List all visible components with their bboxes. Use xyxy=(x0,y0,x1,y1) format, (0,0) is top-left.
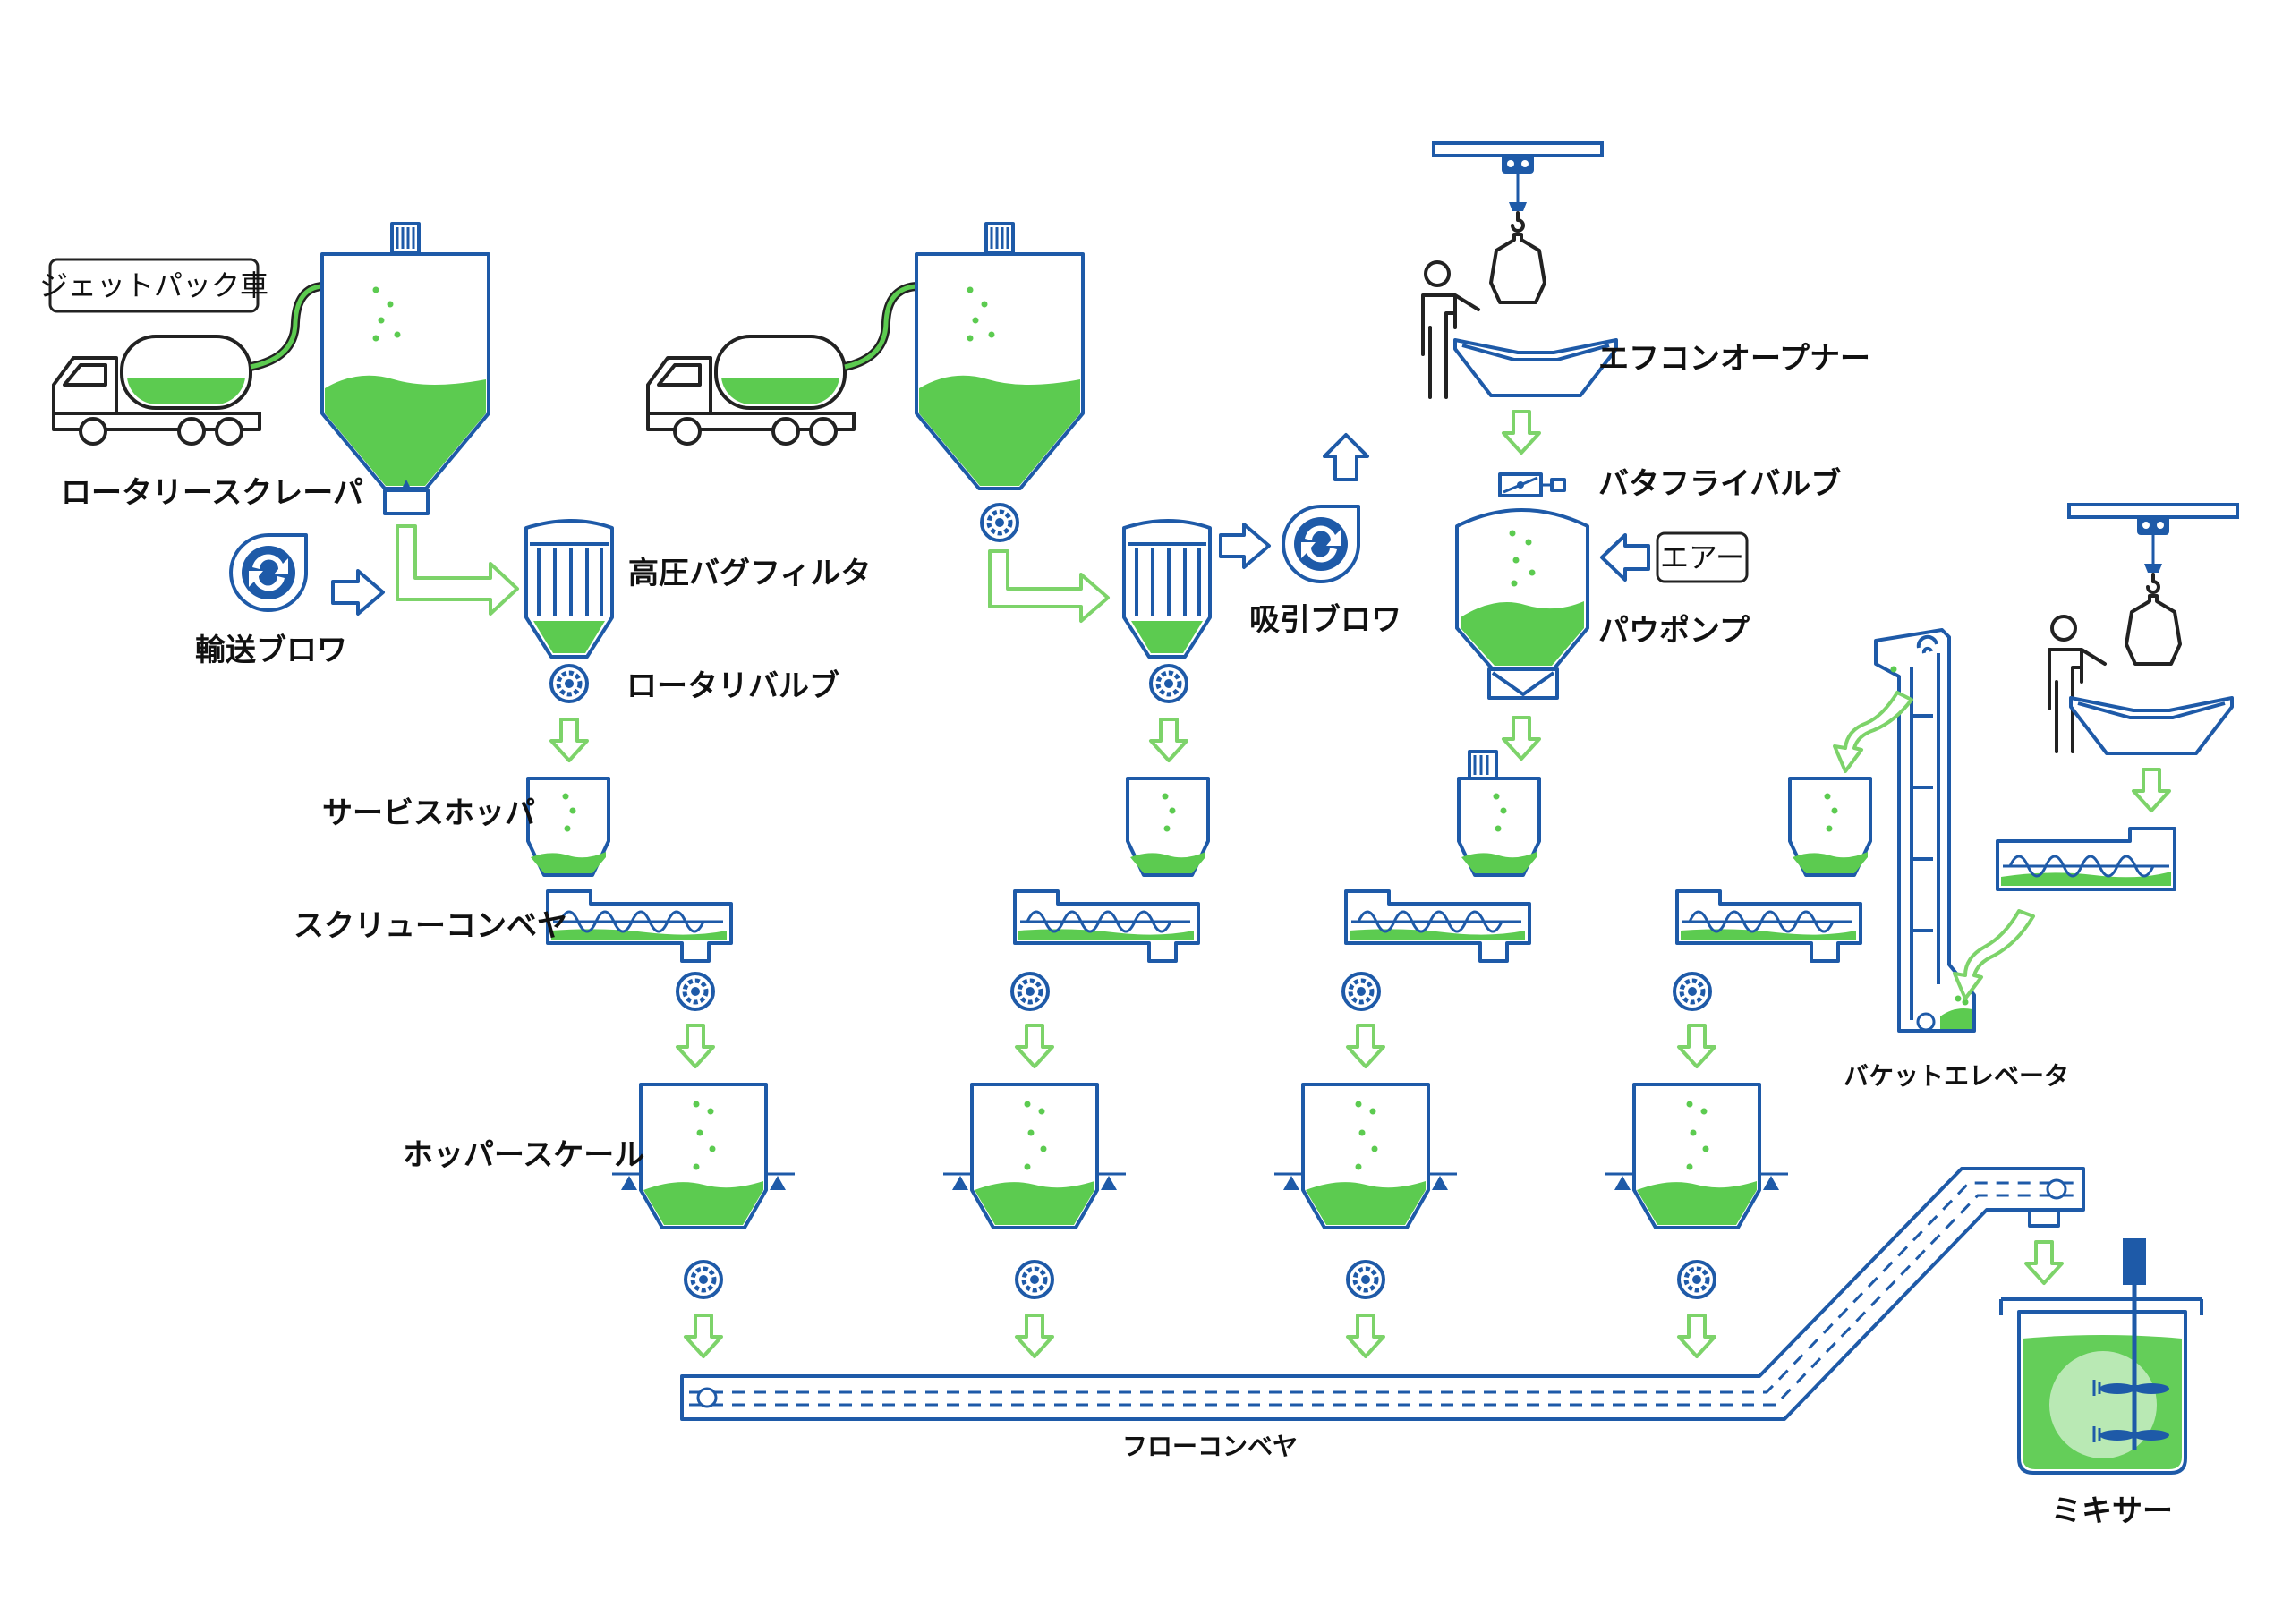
flow-arrow xyxy=(988,549,1110,623)
mixer-label: ミキサー xyxy=(2051,1493,2173,1529)
flow-arrow xyxy=(684,1314,723,1358)
flow-arrow xyxy=(549,718,589,762)
screw-conveyor-5 xyxy=(1996,827,2176,891)
flow-arrow xyxy=(1677,1314,1716,1358)
rotary-valve-icon xyxy=(551,666,587,701)
rotary-valve-label: ロータリバルブ xyxy=(626,668,839,704)
flow-arrow xyxy=(1015,1314,1054,1358)
suction-blower-label: 吸引ブロワ xyxy=(1249,602,1401,638)
air-label: エアー xyxy=(1660,540,1744,574)
pau-pump xyxy=(1455,508,1589,700)
blue-arrow xyxy=(1600,533,1650,582)
rotary-valve-icon xyxy=(1151,666,1187,701)
jet-pack-truck-label-box: ジェットパック車 xyxy=(39,258,268,313)
flow-arrow xyxy=(1953,909,2035,1000)
silo-2 xyxy=(915,222,1085,490)
flow-arrow xyxy=(1502,410,1541,455)
rotary-valve-icon xyxy=(1343,974,1379,1009)
fcon-opener-label: エフコンオープナー xyxy=(1598,341,1870,377)
screw-conveyor-label: スクリューコンベヤ xyxy=(294,908,567,944)
rotary-valve-icon xyxy=(677,974,713,1009)
rotary-scraper-label: ロータリースクレーパ xyxy=(61,475,363,511)
bucket-elevator-label: バケットエレベータ xyxy=(1844,1061,2069,1091)
bucket-elevator xyxy=(1874,628,1976,1033)
high-pressure-bag-filter-label: 高圧バグフィルタ xyxy=(628,556,871,591)
system-1: ジェットパック車 ロータリースクレーパ 輸送ブロワ 高圧バグフィルタ ロータリバ… xyxy=(39,222,871,1358)
flow-arrow xyxy=(2024,1240,2064,1285)
blue-arrow xyxy=(1219,523,1271,569)
system-2: 吸引ブロワ xyxy=(646,222,1401,1358)
high-pressure-bag-filter-1 xyxy=(524,519,614,659)
flow-arrow xyxy=(2132,768,2171,812)
flow-conveyor xyxy=(680,1167,2085,1421)
flow-arrow xyxy=(1677,1024,1716,1068)
rotary-valve-icon xyxy=(982,505,1018,540)
truck-icon xyxy=(52,335,261,446)
conveying-blower-label: 輸送ブロワ xyxy=(195,633,347,668)
system-4: バケットエレベータ xyxy=(1604,503,2239,1358)
jet-pack-truck-label: ジェットパック車 xyxy=(39,268,268,302)
mixer-icon xyxy=(2123,1238,2146,1285)
fcon-opener-1 xyxy=(1453,338,1618,397)
fcon-opener-2 xyxy=(2069,696,2234,755)
flow-arrow xyxy=(1149,718,1188,762)
screw-conveyor-2 xyxy=(1013,889,1200,963)
rotary-valve-icon xyxy=(1012,974,1048,1009)
air-label-box xyxy=(1656,531,1749,583)
mixer xyxy=(1999,1238,2203,1475)
hopper-scale-label: ホッパースケール xyxy=(403,1137,644,1173)
flow-arrow xyxy=(1346,1024,1385,1068)
flow-conveyor-label: フローコンベヤ xyxy=(1122,1432,1298,1461)
person-icon xyxy=(1421,260,1480,399)
blower-icon xyxy=(229,533,308,612)
screw-conveyor-4 xyxy=(1675,889,1862,963)
rotary-valve-icon xyxy=(1017,1262,1052,1297)
flow-arrow xyxy=(1015,1024,1054,1068)
flow-arrow xyxy=(676,1024,715,1068)
rotary-valve-icon xyxy=(686,1262,721,1297)
system-3: エフコンオープナー バタフライバルブ エアー パウポンプ xyxy=(1273,141,1870,1358)
rotary-valve-icon xyxy=(1674,974,1710,1009)
rotary-valve-icon xyxy=(1679,1262,1715,1297)
flow-arrow xyxy=(1346,1314,1385,1358)
screw-conveyor-1 xyxy=(546,889,733,963)
service-hopper-1 xyxy=(526,777,610,877)
flow-arrow xyxy=(396,524,519,616)
silo-1 xyxy=(320,222,490,490)
service-hopper-3 xyxy=(1457,750,1541,877)
hoist-icon xyxy=(2067,503,2239,666)
service-hopper-2 xyxy=(1126,777,1210,877)
flow-arrow xyxy=(1833,691,1913,773)
service-hopper-4 xyxy=(1788,777,1872,877)
blue-arrow xyxy=(331,569,385,616)
blue-arrow xyxy=(1323,433,1369,481)
flow-arrow xyxy=(1502,716,1541,761)
high-pressure-bag-filter-2 xyxy=(1122,519,1212,659)
blower-icon xyxy=(1282,505,1360,583)
truck-icon xyxy=(646,335,856,446)
service-hopper-label: サービスホッパ xyxy=(322,795,535,831)
pau-pump-label: パウポンプ xyxy=(1598,613,1750,649)
butterfly-valve xyxy=(1498,472,1566,497)
hopper-scale-4 xyxy=(1604,1083,1790,1229)
hoist-icon xyxy=(1432,141,1604,304)
butterfly-valve-label: バタフライバルブ xyxy=(1598,466,1841,502)
screw-conveyor-3 xyxy=(1344,889,1531,963)
rotary-valve-icon xyxy=(1348,1262,1384,1297)
hopper-scale-3 xyxy=(1273,1083,1459,1229)
hopper-scale-2 xyxy=(941,1083,1128,1229)
